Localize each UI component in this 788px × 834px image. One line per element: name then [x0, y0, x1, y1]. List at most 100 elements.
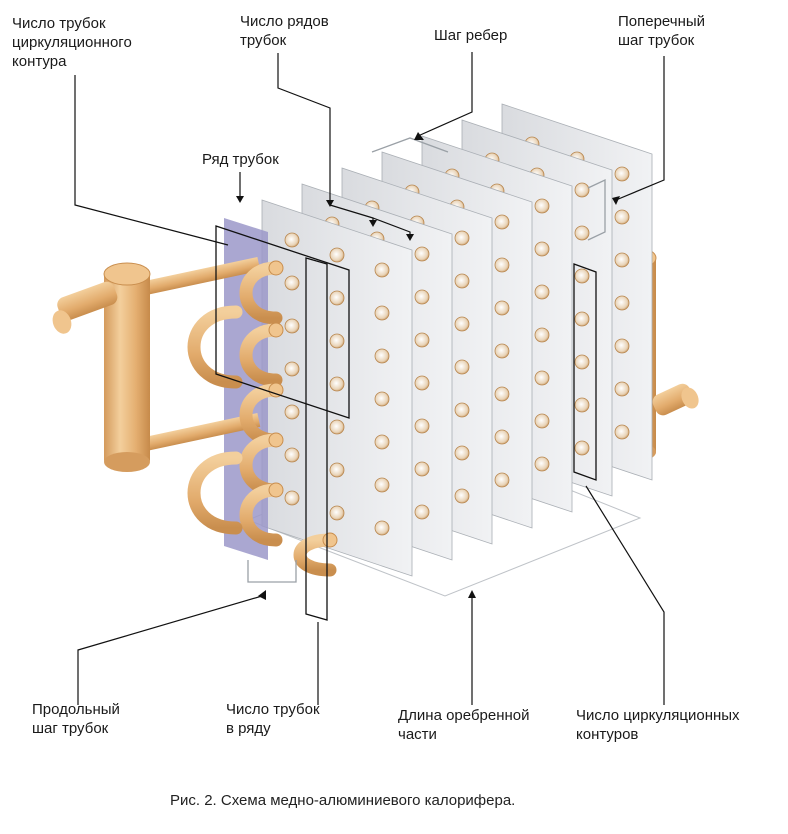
- tube-hole: [374, 262, 390, 278]
- label-finned-length: Длина оребренной части: [398, 706, 530, 744]
- tube-hole: [454, 445, 470, 461]
- outer-u-bend: [187, 305, 243, 389]
- figure-caption: Рис. 2. Схема медно-алюминиевого калориф…: [170, 792, 516, 809]
- tube-hole: [284, 275, 300, 291]
- label-circuits-count: Число циркуляционных контуров: [576, 706, 740, 744]
- tube-hole: [374, 477, 390, 493]
- tube-hole: [374, 305, 390, 321]
- tube-hole: [494, 257, 510, 273]
- tube-hole: [329, 376, 345, 392]
- tube-hole: [414, 332, 430, 348]
- label-fin-pitch-line1: Шаг ребер: [434, 27, 508, 44]
- left-header: [52, 257, 261, 472]
- tube-end: [268, 382, 284, 398]
- tube-hole: [494, 386, 510, 402]
- tube-row-highlight: [224, 218, 268, 560]
- label-tube-rows-count: Число рядов трубок: [240, 12, 329, 50]
- tube-hole: [494, 214, 510, 230]
- tube-hole: [454, 359, 470, 375]
- tube-hole: [414, 418, 430, 434]
- tube-hole: [534, 198, 550, 214]
- label-longitudinal-pitch-line1: Продольный: [32, 701, 120, 718]
- tube-hole: [454, 402, 470, 418]
- tube-hole: [329, 419, 345, 435]
- label-tubes-in-row-line1: Число трубок: [226, 701, 320, 718]
- label-fin-pitch: Шаг ребер: [434, 26, 507, 45]
- tube-end: [268, 482, 284, 498]
- label-tube-row: Ряд трубок: [202, 150, 279, 169]
- tube-hole: [284, 318, 300, 334]
- label-circuits-count-line2: контуров: [576, 726, 639, 743]
- tube-hole: [329, 333, 345, 349]
- tube-hole: [614, 338, 630, 354]
- tube-hole: [414, 504, 430, 520]
- tube-hole: [614, 166, 630, 182]
- label-transverse-pitch: Поперечный шаг трубок: [618, 12, 705, 50]
- tube-hole: [494, 472, 510, 488]
- tube-hole: [614, 424, 630, 440]
- label-transverse-pitch-line1: Поперечный: [618, 13, 706, 30]
- tube-hole: [494, 429, 510, 445]
- tube-hole: [534, 241, 550, 257]
- label-longitudinal-pitch: Продольный шаг трубок: [32, 700, 120, 738]
- tube-hole: [374, 434, 390, 450]
- u-bend-tube: [293, 533, 337, 577]
- tube-hole: [574, 440, 590, 456]
- tube-hole: [454, 488, 470, 504]
- tube-hole: [374, 391, 390, 407]
- outer-u-bend: [187, 451, 243, 535]
- tube-hole: [614, 295, 630, 311]
- tube-hole: [534, 456, 550, 472]
- tube-hole: [534, 370, 550, 386]
- tube-hole: [374, 520, 390, 536]
- tube-hole: [534, 413, 550, 429]
- tube-hole: [574, 397, 590, 413]
- tube-hole: [329, 462, 345, 478]
- tube-hole: [329, 247, 345, 263]
- tube-hole: [454, 316, 470, 332]
- u-bend-tube: [239, 483, 283, 547]
- tube-hole: [574, 225, 590, 241]
- arrowheads: [236, 132, 620, 600]
- u-bend-tube: [239, 261, 283, 325]
- tube-hole: [284, 404, 300, 420]
- tube-hole: [414, 246, 430, 262]
- tube-hole: [574, 182, 590, 198]
- label-circuit-tubes-line1: Число трубок: [12, 15, 106, 32]
- tube-end: [268, 322, 284, 338]
- tube-hole: [329, 505, 345, 521]
- label-circuits-count-line1: Число циркуляционных: [576, 707, 740, 724]
- tube-hole: [284, 232, 300, 248]
- label-tube-row-line1: Ряд трубок: [202, 151, 279, 168]
- tube-hole: [574, 354, 590, 370]
- label-tubes-in-row-line2: в ряду: [226, 720, 271, 737]
- tube-hole: [284, 361, 300, 377]
- tube-hole: [494, 343, 510, 359]
- label-tube-rows-line2: трубок: [240, 32, 287, 49]
- tube-hole: [414, 375, 430, 391]
- fin-plate: [261, 199, 413, 577]
- label-longitudinal-pitch-line2: шаг трубок: [32, 720, 109, 737]
- tube-end: [268, 260, 284, 276]
- label-circuit-tubes: Число трубок циркуляционного контура: [12, 14, 132, 71]
- tube-hole: [414, 461, 430, 477]
- tube-hole: [454, 273, 470, 289]
- tube-hole: [454, 230, 470, 246]
- tube-hole: [534, 284, 550, 300]
- u-bend-tube: [239, 323, 283, 387]
- tube-hole: [614, 209, 630, 225]
- annotation-frames: [215, 137, 606, 621]
- label-circuit-tubes-line3: контура: [12, 53, 67, 70]
- fin-stack: [224, 103, 653, 577]
- tube-hole: [329, 290, 345, 306]
- label-finned-length-line1: Длина оребренной: [398, 707, 530, 724]
- tube-hole: [414, 289, 430, 305]
- tube-hole: [614, 381, 630, 397]
- tube-hole: [374, 348, 390, 364]
- label-circuit-tubes-line2: циркуляционного: [12, 34, 132, 51]
- tube-hole: [574, 311, 590, 327]
- label-transverse-pitch-line2: шаг трубок: [618, 32, 695, 49]
- tube-end: [322, 532, 338, 548]
